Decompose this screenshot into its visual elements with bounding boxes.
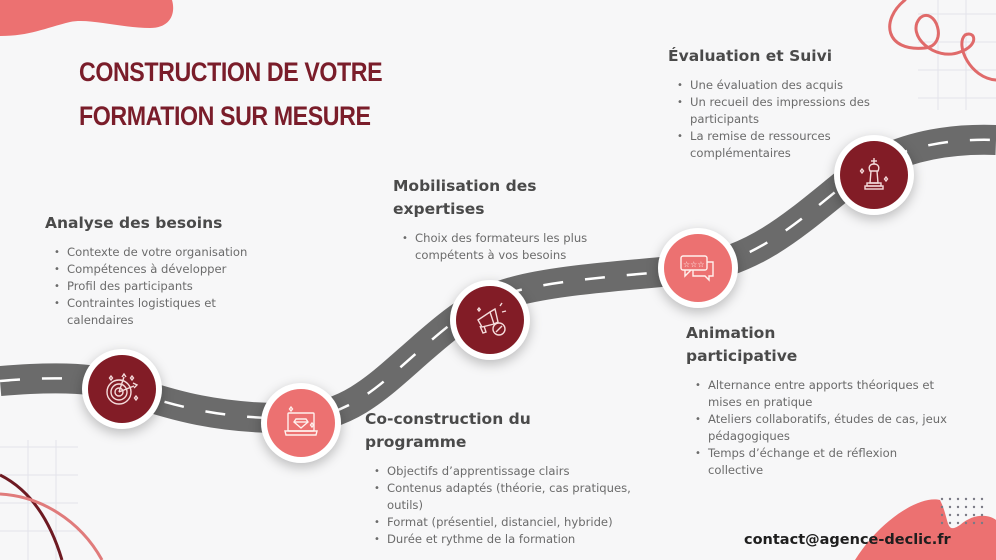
chess-king-icon [859, 158, 889, 190]
grid-pattern-bottom-left [0, 440, 78, 560]
coral-blob-top-left [0, 0, 174, 36]
step-title: Évaluation et Suivi [668, 47, 833, 65]
list-item: Compétences à développer [54, 261, 285, 278]
laptop-diamond-icon [284, 405, 318, 436]
step-node-evaluation [834, 135, 914, 215]
step-node-mobilisation [450, 280, 530, 360]
title-line-2: FORMATION SUR MESURE [79, 101, 371, 131]
step-title: Co-construction du programme [365, 410, 531, 451]
squiggle-line-top-right [888, 0, 996, 82]
list-item: Contenus adaptés (théorie, cas pratiques… [374, 480, 657, 514]
step-analyse-besoins: Analyse des besoins Contexte de votre or… [45, 212, 285, 329]
coral-blob-bottom-right [855, 499, 996, 560]
list-item: Profil des participants [54, 278, 285, 295]
contact-email[interactable]: contact@agence-declic.fr [744, 532, 951, 548]
step-title: Analyse des besoins [45, 214, 223, 232]
step-mobilisation-expertises: Mobilisation des expertises Choix des fo… [393, 175, 623, 264]
dark-arc-bottom-left [0, 473, 64, 560]
dot-grid-bottom-right [940, 497, 984, 525]
step-list: Contexte de votre organisation Compétenc… [45, 244, 285, 329]
svg-text:☆☆☆: ☆☆☆ [683, 260, 705, 269]
step-node-analyse [82, 349, 162, 429]
list-item: Ateliers collaboratifs, études de cas, j… [695, 411, 948, 445]
step-animation-participative: Animation participative Alternance entre… [686, 322, 956, 479]
list-item: La remise de ressources complémentaires [677, 128, 860, 162]
chat-stars-icon: ☆☆☆ [680, 255, 714, 282]
list-item: Une évaluation des acquis [677, 77, 908, 94]
step-list: Une évaluation des acquis Un recueil des… [668, 77, 908, 162]
list-item: Alternance entre apports théoriques et m… [695, 377, 948, 411]
target-arrows-icon [106, 372, 139, 405]
list-item: Contexte de votre organisation [54, 244, 285, 261]
step-co-construction-programme: Co-construction du programme Objectifs d… [365, 408, 665, 548]
step-list: Choix des formateurs les plus compétents… [393, 230, 623, 264]
grid-pattern-top-right [918, 0, 996, 110]
list-item: Choix des formateurs les plus compétents… [402, 230, 615, 264]
step-title: Mobilisation des expertises [393, 177, 537, 218]
list-item: Contraintes logistiques et calendaires [54, 295, 257, 329]
list-item: Objectifs d’apprentissage clairs [374, 463, 665, 480]
step-title: Animation participative [686, 324, 798, 365]
step-list: Alternance entre apports théoriques et m… [686, 377, 956, 479]
list-item: Format (présentiel, distanciel, hybride) [374, 514, 665, 531]
list-item: Temps d’échange et de réflexion collecti… [695, 445, 908, 479]
step-list: Objectifs d’apprentissage clairs Contenu… [365, 463, 665, 548]
step-evaluation-suivi: Évaluation et Suivi Une évaluation des a… [668, 45, 908, 162]
megaphone-percent-icon [476, 302, 507, 336]
list-item: Durée et rythme de la formation [374, 531, 665, 548]
coral-arc-bottom-left [0, 492, 104, 560]
step-node-co-construction [261, 383, 341, 463]
page-title: CONSTRUCTION DE VOTRE FORMATION SUR MESU… [79, 50, 383, 138]
step-node-animation: ☆☆☆ [658, 228, 738, 308]
title-line-1: CONSTRUCTION DE VOTRE [79, 57, 383, 87]
list-item: Un recueil des impressions des participa… [677, 94, 895, 128]
